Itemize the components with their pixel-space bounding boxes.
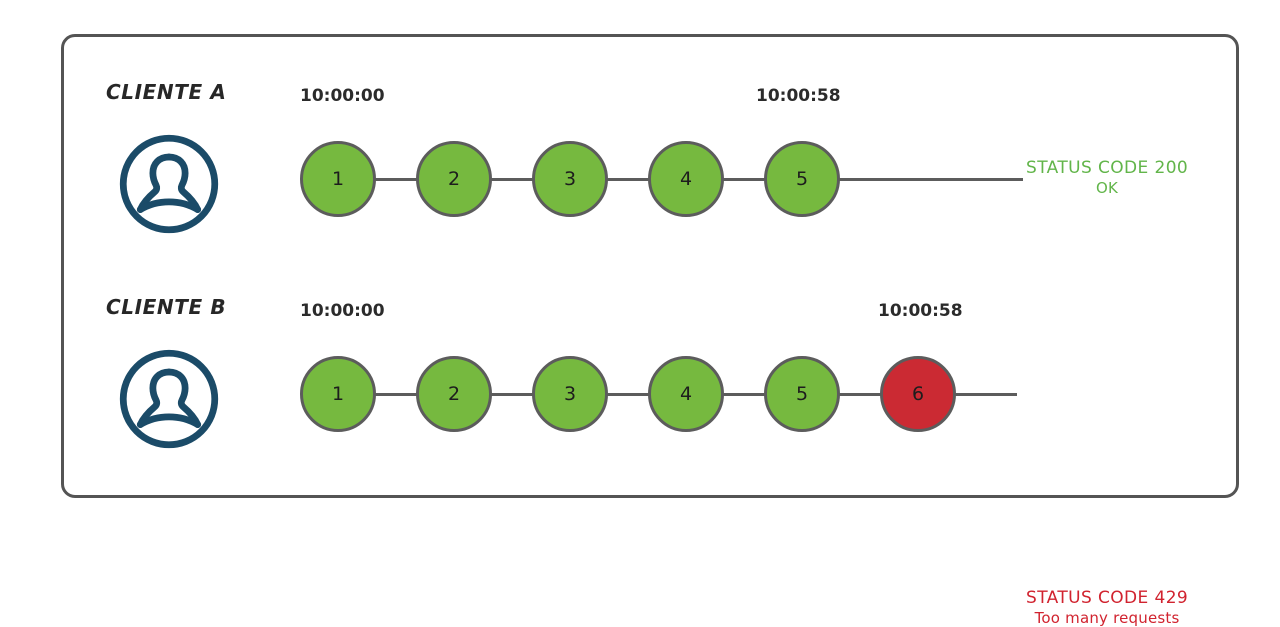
diagram-canvas: CLIENTE A 10:00:00 10:00:58 1 2 3 4 5 ST… (61, 34, 1239, 627)
chain-connector (839, 392, 881, 396)
request-node[interactable]: 2 (416, 356, 492, 432)
request-chain-a: 1 2 3 4 5 (300, 140, 1023, 218)
timestamp-end-b: 10:00:58 (878, 301, 963, 321)
status-badge-b: STATUS CODE 429 Too many requests (1026, 588, 1188, 627)
chain-tail-connector (955, 392, 1017, 396)
status-message-text: OK (1096, 178, 1119, 197)
status-badge-a: STATUS CODE 200 OK (1026, 158, 1188, 197)
request-node[interactable]: 3 (532, 356, 608, 432)
chain-connector (607, 392, 649, 396)
client-label-b: CLIENTE B (106, 295, 227, 319)
status-code-text: STATUS CODE 429 (1026, 588, 1189, 608)
chain-connector (723, 392, 765, 396)
request-node[interactable]: 4 (648, 356, 724, 432)
request-node[interactable]: 2 (416, 141, 492, 217)
diagram-frame (61, 34, 1239, 498)
status-message-text: Too many requests (1034, 608, 1180, 627)
chain-connector (375, 177, 417, 181)
request-node[interactable]: 4 (648, 141, 724, 217)
chain-tail-connector (839, 177, 1023, 181)
chain-connector (375, 392, 417, 396)
chain-connector (491, 177, 533, 181)
chain-connector (491, 392, 533, 396)
request-node[interactable]: 5 (764, 356, 840, 432)
chain-connector (607, 177, 649, 181)
timestamp-end-a: 10:00:58 (756, 86, 841, 106)
request-node[interactable]: 5 (764, 141, 840, 217)
chain-connector (723, 177, 765, 181)
request-node[interactable]: 3 (532, 141, 608, 217)
request-node[interactable]: 1 (300, 356, 376, 432)
request-node-rejected[interactable]: 6 (880, 356, 956, 432)
request-node[interactable]: 1 (300, 141, 376, 217)
status-code-text: STATUS CODE 200 (1026, 158, 1189, 178)
request-chain-b: 1 2 3 4 5 6 (300, 355, 1017, 433)
timestamp-start-a: 10:00:00 (300, 86, 385, 106)
user-avatar-icon (117, 347, 221, 451)
client-label-a: CLIENTE A (106, 80, 227, 104)
user-avatar-icon (117, 132, 221, 236)
timestamp-start-b: 10:00:00 (300, 301, 385, 321)
